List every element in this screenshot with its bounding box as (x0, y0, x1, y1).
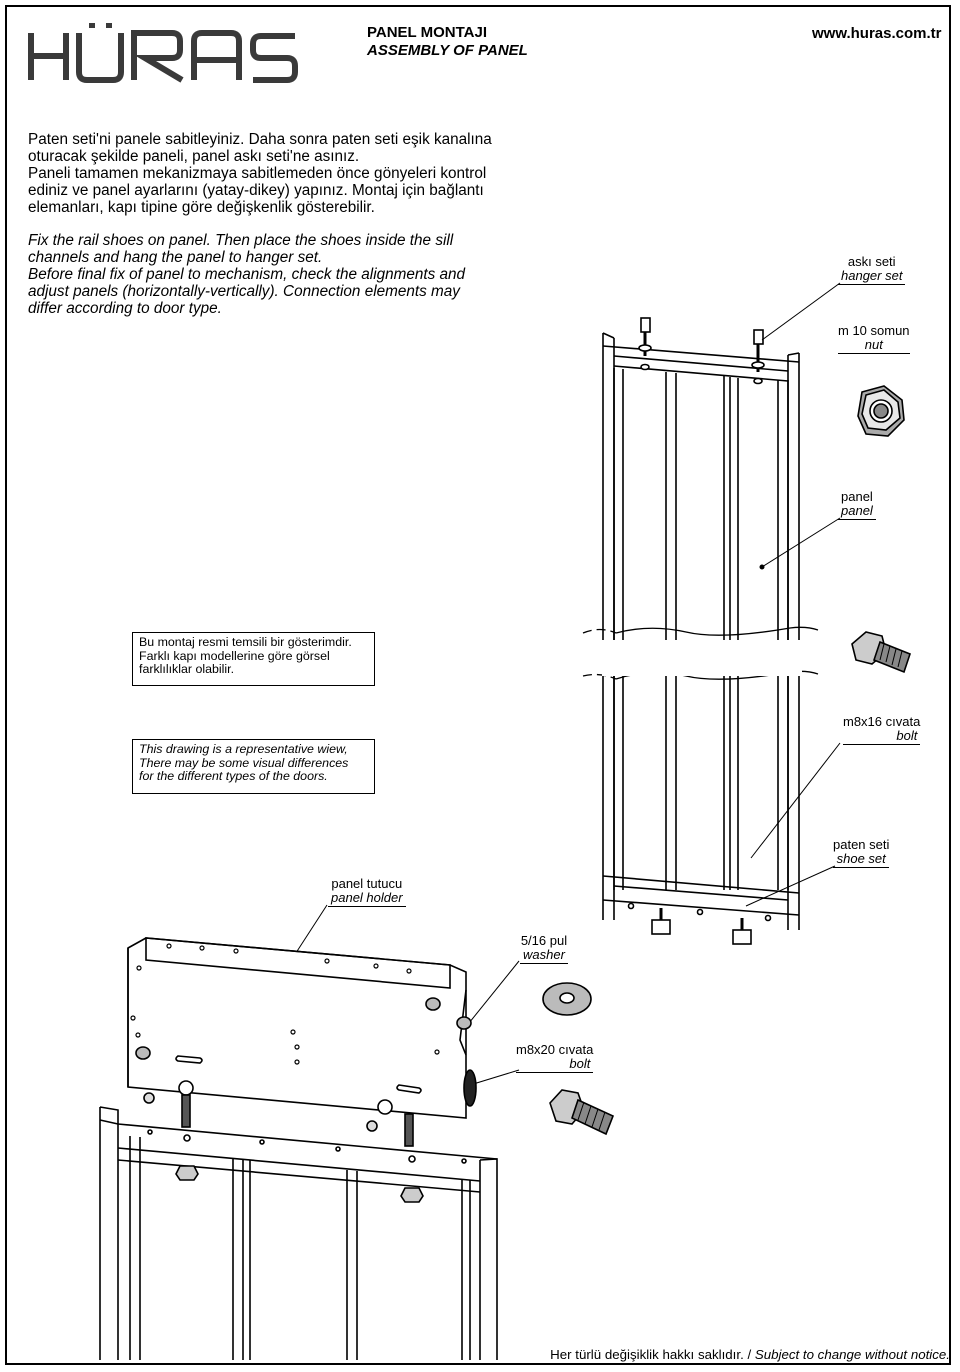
break-lines (582, 626, 819, 680)
footer-en: Subject to change without notice. (754, 1347, 950, 1362)
label-panel-en: panel (838, 504, 876, 520)
label-hanger-tr: askı seti (847, 254, 896, 269)
note-en: This drawing is a representative wiew, T… (132, 739, 375, 794)
label-bolt16-tr: m8x16 cıvata (843, 714, 921, 729)
label-hanger-set: askı seti hanger set (838, 254, 906, 285)
label-hanger-en: hanger set (838, 269, 906, 285)
note-tr: Bu montaj resmi temsili bir gösterimdir.… (132, 632, 375, 686)
lower-panel-drawing (99, 1106, 498, 1360)
label-bolt16-en: bolt (843, 729, 921, 745)
label-bolt20-tr: m8x20 cıvata (516, 1042, 594, 1057)
instructions-tr: Paten seti'ni panele sabitleyiniz. Daha … (28, 131, 492, 216)
bolt20-part (549, 1089, 615, 1136)
title-tr: PANEL MONTAJI (367, 24, 488, 41)
label-bolt16: m8x16 cıvata bolt (843, 714, 921, 745)
huras-logo (28, 23, 298, 83)
label-panel-holder: panel tutucu panel holder (328, 877, 406, 907)
instructions-en: Fix the rail shoes on panel. Then place … (28, 232, 466, 317)
website-url[interactable]: www.huras.com.tr (812, 25, 942, 42)
label-shoe-tr: paten seti (833, 837, 890, 852)
label-nut-tr: m 10 somun (838, 323, 910, 338)
label-washer: 5/16 pul washer (520, 934, 568, 964)
bolt16-part (851, 631, 911, 674)
panel-holder-drawing (127, 937, 477, 1147)
washer-part (542, 982, 592, 1016)
label-bolt20: m8x20 cıvata bolt (516, 1042, 594, 1073)
label-bolt20-en: bolt (516, 1057, 594, 1073)
label-washer-en: washer (520, 948, 568, 964)
header-title: PANEL MONTAJI ASSEMBLY OF PANEL (367, 24, 528, 60)
nut-part (857, 385, 905, 437)
title-en: ASSEMBLY OF PANEL (367, 42, 528, 59)
label-panel: panel panel (838, 490, 876, 520)
page-border (5, 5, 951, 1365)
label-holder-tr: panel tutucu (331, 876, 403, 891)
label-holder-en: panel holder (328, 891, 406, 907)
label-nut-en: nut (838, 338, 910, 354)
label-shoe-set: paten seti shoe set (833, 837, 890, 868)
label-shoe-en: shoe set (833, 852, 890, 868)
footer: Her türlü değişiklik hakkı saklıdır. / S… (550, 1347, 950, 1362)
label-washer-tr: 5/16 pul (520, 933, 568, 948)
footer-tr: Her türlü değişiklik hakkı saklıdır. / (550, 1347, 755, 1362)
label-panel-tr: panel (841, 489, 873, 504)
label-nut: m 10 somun nut (838, 324, 910, 354)
